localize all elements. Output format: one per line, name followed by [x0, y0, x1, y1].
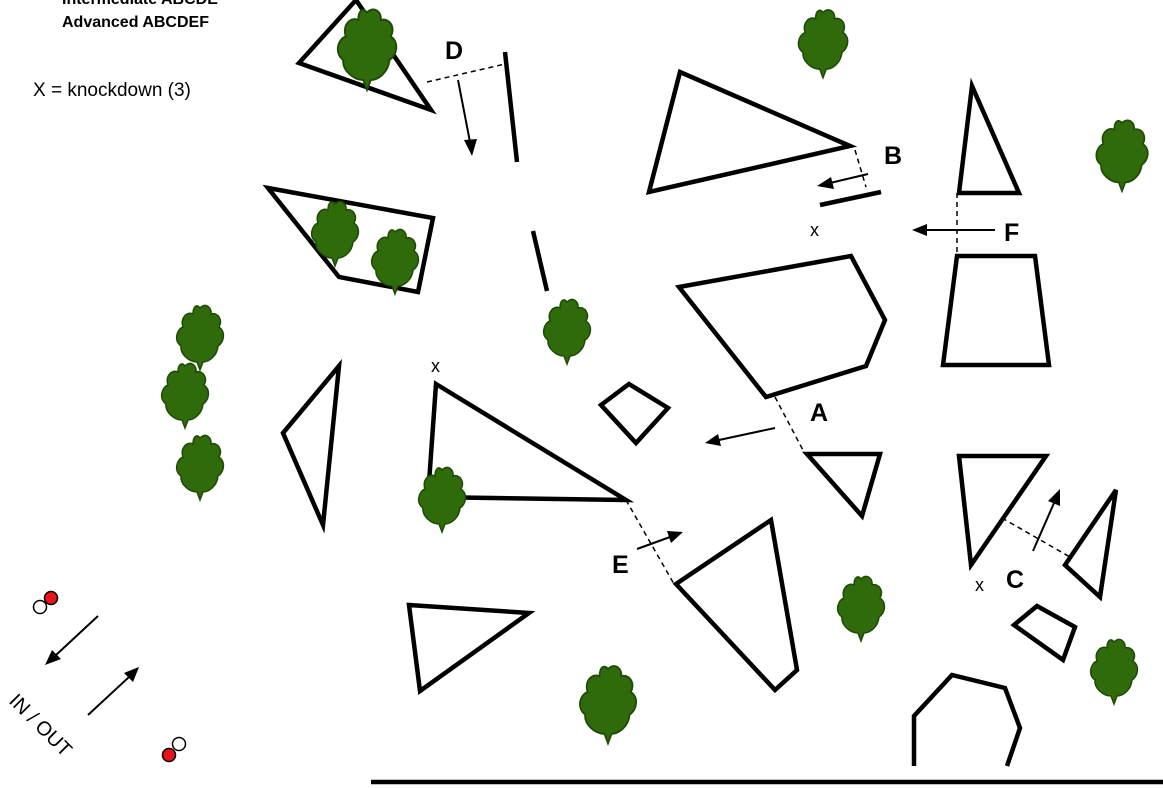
tree-icon — [544, 300, 591, 364]
direction-arrow-icon — [912, 224, 995, 236]
obstacle-small-triangle-a — [807, 454, 880, 516]
obstacle-thin-triangle-left — [283, 366, 339, 525]
obstacle-triangle-bottom-left — [409, 605, 529, 691]
direction-arrow-icon — [1033, 489, 1060, 551]
knockdown-marks: x x x — [431, 220, 984, 595]
obstacle-open-polygon-bottom — [914, 675, 1020, 766]
direction-arrow-icon — [637, 531, 683, 549]
knockdown-mark: x — [431, 356, 440, 376]
wall-d — [505, 52, 517, 162]
obstacle-tall-triangle-right — [959, 86, 1019, 193]
gate-line-a — [775, 397, 805, 454]
wall-d-lower — [533, 231, 547, 291]
obstacle-thin-triangle-c-right — [1065, 490, 1116, 597]
tree-icon — [177, 306, 224, 370]
gate-line-b — [855, 150, 866, 187]
obstacle-big-top-triangle — [649, 72, 850, 192]
gate-line-e — [626, 500, 674, 584]
gate-label-e: E — [612, 551, 629, 579]
obstacle-pentagon-center — [679, 256, 885, 397]
tree-icon — [177, 436, 224, 500]
tree-icon — [419, 468, 466, 532]
gate-label-b: B — [884, 142, 902, 170]
direction-arrow-icon — [45, 616, 98, 665]
obstacle-quad-bottom-center — [676, 520, 797, 690]
gate-letters: D B F A E C — [445, 37, 1024, 594]
gate-label-a: A — [810, 399, 828, 427]
obstacle-trapezoid-right — [943, 256, 1049, 365]
knockdown-mark: x — [975, 575, 984, 595]
trees — [162, 9, 1148, 743]
gate-label-f: F — [1004, 219, 1019, 247]
gate-label-d: D — [445, 37, 463, 65]
direction-arrow-icon — [458, 80, 477, 156]
gate-line-c — [1002, 518, 1070, 557]
knockdown-mark: x — [810, 220, 819, 240]
gate-line-d — [427, 64, 505, 82]
pylon-marker-icon — [163, 738, 186, 762]
gate-label-c: C — [1006, 566, 1024, 594]
entrance-label: IN / OUT — [4, 690, 75, 761]
tree-icon — [798, 10, 847, 78]
direction-arrow-icon — [705, 428, 775, 446]
wall-b — [820, 192, 881, 205]
gate-lines — [427, 64, 1070, 584]
obstacle-diamond-center — [601, 384, 668, 443]
tree-icon — [312, 202, 359, 266]
tree-icon — [580, 666, 636, 743]
tree-icon — [1091, 640, 1138, 704]
tree-icon — [838, 577, 885, 641]
tree-icon — [1096, 120, 1147, 191]
pylon-marker-icon — [34, 592, 58, 614]
direction-arrow-icon — [817, 174, 868, 189]
direction-arrow-icon — [88, 667, 139, 715]
obstacles — [268, 0, 1116, 766]
obstacle-small-quad-bottom-right — [1014, 606, 1075, 660]
tree-icon — [162, 364, 209, 428]
